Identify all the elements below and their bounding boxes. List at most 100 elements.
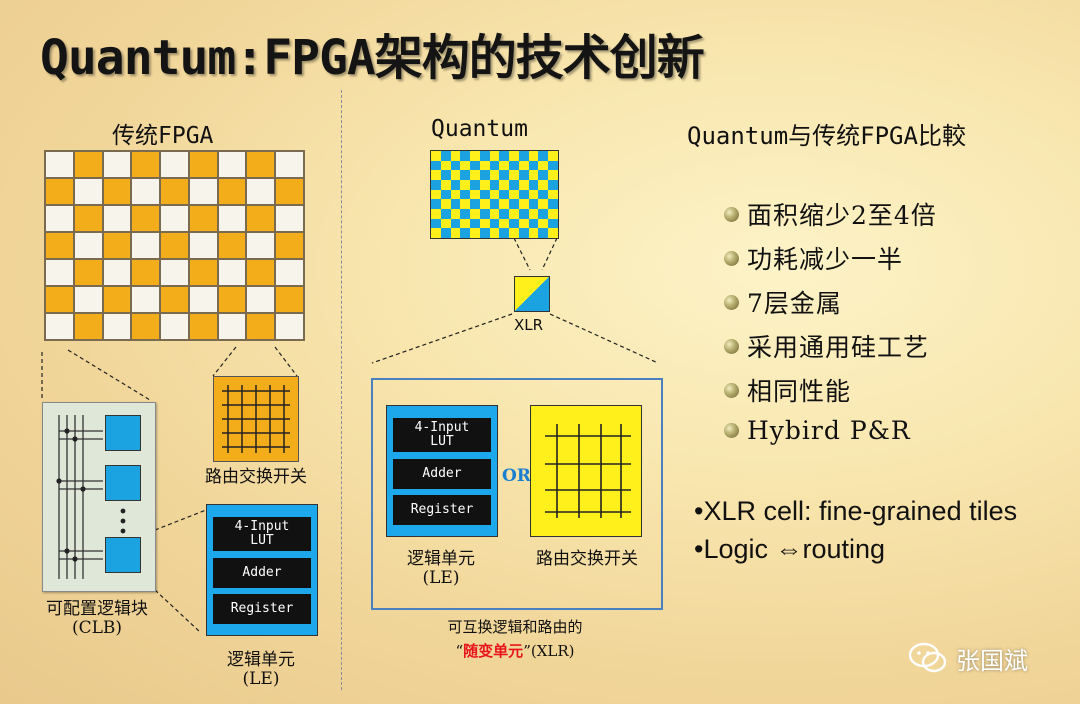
bullet-text: 采用通用硅工艺 <box>747 333 930 362</box>
grid-tile <box>74 179 102 204</box>
bullet-item: 功耗减少一半 <box>724 240 937 276</box>
xlr-tile <box>460 151 470 161</box>
xlr-tile <box>441 151 451 161</box>
xlr-tile <box>529 199 539 209</box>
le-lut-row: 4-Input LUT <box>393 418 491 452</box>
xlr-tile <box>470 209 480 219</box>
grid-tile <box>276 287 303 312</box>
xlr-tile <box>460 190 470 200</box>
xlr-tile <box>460 228 470 238</box>
traditional-fpga-heading: 传统FPGA <box>112 123 214 149</box>
grid-tile <box>103 260 131 285</box>
routing-switch <box>213 376 299 462</box>
xlr-tile <box>528 170 539 180</box>
grid-tile <box>132 206 160 231</box>
xlr-tile <box>538 170 548 180</box>
xlr-tile <box>529 180 539 190</box>
grid-tile <box>74 206 102 231</box>
grid-tile <box>46 206 73 231</box>
grid-tile <box>247 179 275 204</box>
quantum-le-caption: 逻辑单元 <box>407 549 475 569</box>
note-xlr-cell: •XLR cell: fine-grained tiles <box>694 496 1018 526</box>
xlr-tile <box>450 170 461 180</box>
grid-tile <box>247 314 275 339</box>
grid-tile <box>276 206 303 231</box>
le-register-row: Register <box>393 495 491 525</box>
bullet-item: 采用通用硅工艺 <box>724 328 937 364</box>
xlr-tile <box>440 218 451 229</box>
xlr-tile <box>538 218 549 229</box>
xlr-tile <box>548 219 558 229</box>
xlr-tile <box>431 219 441 229</box>
xlr-tile <box>470 170 480 180</box>
bullet-text: 功耗减少一半 <box>747 245 904 274</box>
slide-title: Quantum:FPGA架构的技术创新 <box>40 30 705 86</box>
grid-tile <box>189 233 217 258</box>
grid-tile <box>103 179 131 204</box>
grid-tile <box>103 206 131 231</box>
grid-tile <box>103 287 131 312</box>
xlr-tile <box>538 190 548 200</box>
xlr-tile <box>529 219 539 229</box>
xlr-highlight: 随变单元 <box>463 642 524 660</box>
grid-tile <box>103 233 131 258</box>
or-label: OR <box>502 466 531 486</box>
xlr-tile <box>441 209 451 219</box>
bullet-item: 相同性能 <box>724 372 937 408</box>
xlr-tile <box>518 199 529 209</box>
le-caption: 逻辑单元 <box>227 650 295 670</box>
xlr-tile <box>509 199 519 209</box>
xlr-detail-box <box>371 378 663 610</box>
xlr-tile <box>538 160 549 171</box>
le-lut-row: 4-Input LUT <box>213 517 311 551</box>
xlr-tile <box>431 170 441 180</box>
xlr-tile <box>548 180 558 190</box>
xlr-tile <box>489 209 500 219</box>
xlr-tile <box>480 151 490 161</box>
xlr-tile <box>499 228 509 238</box>
grid-tile <box>247 287 275 312</box>
xlr-tile <box>499 180 510 190</box>
grid-tile <box>189 179 217 204</box>
xlr-tile <box>499 218 510 229</box>
xlr-tile <box>548 151 558 161</box>
clb-block <box>42 402 156 592</box>
xlr-tile <box>431 189 441 200</box>
bullet-icon <box>724 382 739 398</box>
xlr-tile <box>460 209 470 219</box>
grid-tile <box>74 287 102 312</box>
xlr-tile <box>509 151 519 161</box>
bullet-icon <box>724 206 739 222</box>
bullet-icon <box>724 338 739 354</box>
xlr-tile <box>519 209 529 219</box>
xlr-tile <box>441 170 451 180</box>
xlr-tile <box>519 151 529 161</box>
grid-tile <box>247 152 275 177</box>
grid-tile <box>276 260 303 285</box>
xlr-label: XLR <box>514 316 544 334</box>
xlr-tile <box>519 190 529 200</box>
xlr-tile <box>490 180 500 190</box>
xlr-tile <box>509 219 519 229</box>
xlr-tile <box>528 189 539 200</box>
xlr-tile <box>489 189 500 200</box>
grid-tile <box>103 152 131 177</box>
column-divider <box>341 90 342 690</box>
xlr-tile <box>470 219 480 229</box>
le-abbr: (LE) <box>242 669 280 689</box>
xlr-tile <box>450 228 461 238</box>
grid-tile <box>218 314 246 339</box>
xlr-tile <box>538 151 548 161</box>
quantum-switch-caption: 路由交换开关 <box>536 549 638 569</box>
xlr-tile <box>499 170 509 180</box>
grid-tile <box>46 287 73 312</box>
xlr-tile <box>460 170 470 180</box>
quantum-routing-switch <box>530 405 642 537</box>
xlr-tile <box>479 199 490 209</box>
xlr-tile <box>470 189 480 200</box>
xlr-tile <box>548 161 558 171</box>
xlr-tile <box>480 228 490 238</box>
xlr-tile <box>480 170 490 180</box>
xlr-tile <box>431 180 441 190</box>
